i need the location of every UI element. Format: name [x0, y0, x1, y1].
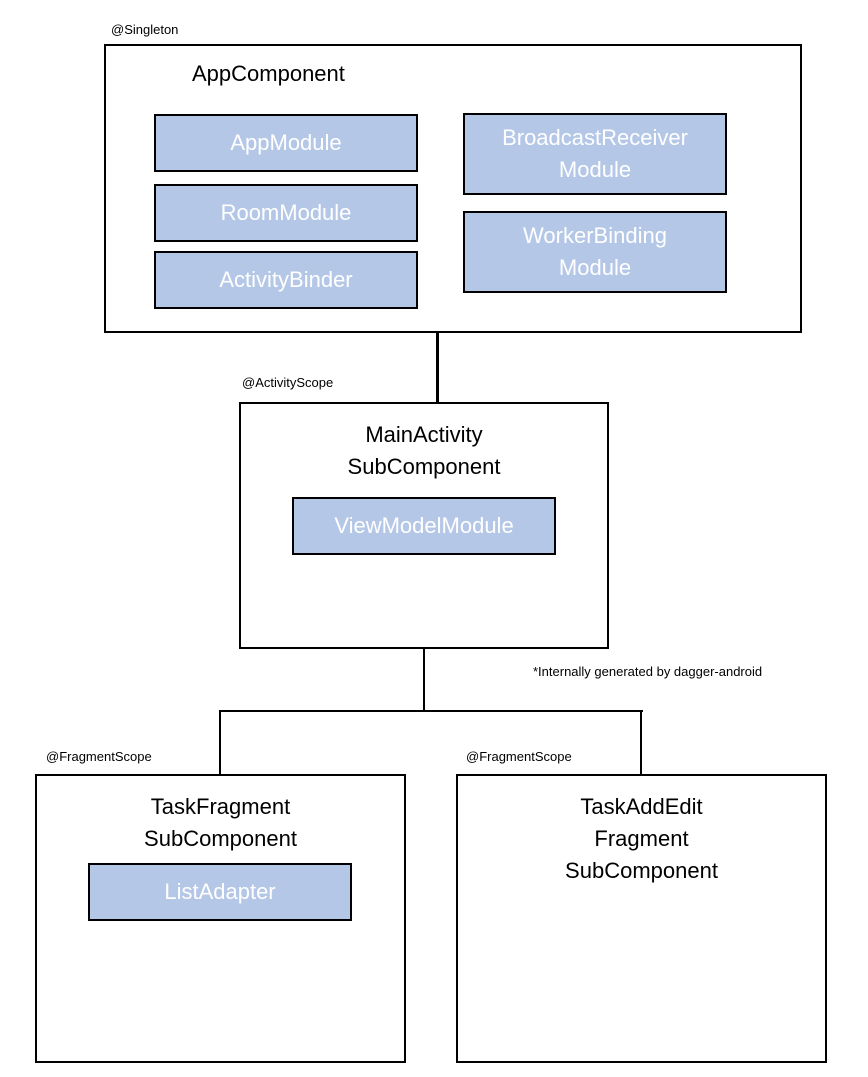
connector-to-task-fragment: [219, 710, 221, 775]
task-fragment-subcomponent-title: TaskFragment SubComponent: [144, 794, 297, 851]
broadcast-receiver-module-box: BroadcastReceiver Module: [463, 113, 727, 195]
app-module-box: AppModule: [154, 114, 418, 172]
task-add-edit-scope-label: @FragmentScope: [466, 749, 572, 764]
worker-binding-module-box: WorkerBinding Module: [463, 211, 727, 293]
activity-binder-box: ActivityBinder: [154, 251, 418, 309]
singleton-scope-label: @Singleton: [111, 22, 179, 37]
connector-to-task-add-edit: [640, 710, 642, 775]
task-fragment-subcomponent-box: TaskFragment SubComponent ListAdapter: [35, 774, 406, 1063]
task-fragment-scope-label: @FragmentScope: [46, 749, 152, 764]
view-model-module-box: ViewModelModule: [292, 497, 556, 555]
main-activity-subcomponent-title: MainActivity SubComponent: [347, 422, 501, 479]
connector-horizontal: [219, 710, 643, 712]
room-module-box: RoomModule: [154, 184, 418, 242]
task-add-edit-fragment-subcomponent-title: TaskAddEdit Fragment SubComponent: [565, 794, 718, 883]
activity-scope-label: @ActivityScope: [242, 375, 334, 390]
dagger-android-note: *Internally generated by dagger-android: [533, 664, 763, 679]
connector-app-to-activity: [436, 332, 439, 403]
app-component-box: AppComponent AppModule RoomModule Activi…: [104, 44, 802, 333]
task-add-edit-fragment-subcomponent-box: TaskAddEdit Fragment SubComponent: [456, 774, 827, 1063]
list-adapter-box: ListAdapter: [88, 863, 352, 921]
main-activity-subcomponent-box: MainActivity SubComponent ViewModelModul…: [239, 402, 609, 649]
connector-activity-down: [423, 648, 425, 712]
app-component-title: AppComponent: [192, 61, 345, 86]
